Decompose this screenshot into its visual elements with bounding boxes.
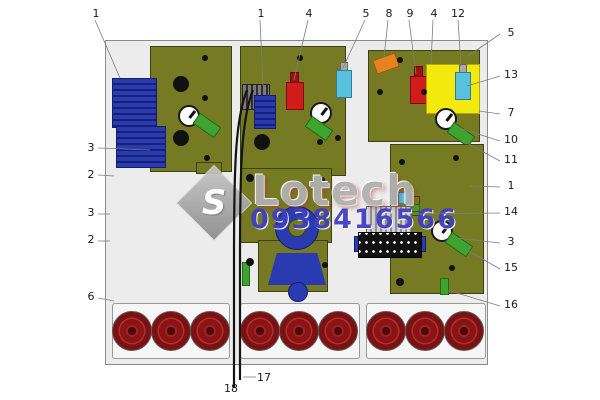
callout-right-10: 16 (504, 298, 518, 311)
callout-left-4: 2 (87, 233, 95, 246)
screw-hole (319, 177, 325, 183)
bushing-core (288, 219, 306, 237)
callout-right-7: 14 (504, 205, 518, 218)
blue-bushing-small (288, 282, 308, 302)
callout-bottom-1: 18 (224, 382, 238, 395)
green-bar-right (440, 278, 449, 295)
screw-hole (377, 89, 383, 95)
callout-right-5: 11 (504, 153, 518, 166)
callout-top-8: 12 (451, 7, 465, 20)
callout-top-7: 4 (430, 7, 438, 20)
yellow-block (426, 64, 480, 114)
callout-top-6: 9 (406, 7, 414, 20)
callout-right-9: 15 (504, 261, 518, 274)
cyan-component (455, 72, 471, 100)
red-knob (279, 311, 319, 351)
callout-top-5: 8 (385, 7, 393, 20)
screw-hole (202, 55, 208, 61)
callout-left-1: 3 (87, 141, 95, 154)
callout-right-3: 7 (507, 106, 515, 119)
gauge-needle (320, 106, 329, 116)
bore-hole (173, 130, 189, 146)
red-knob (151, 311, 191, 351)
callout-right-2: 13 (504, 68, 518, 81)
callout-left-5: 6 (87, 290, 95, 303)
watermark-logo-letter: S (201, 183, 227, 223)
callout-right-4: 10 (504, 133, 518, 146)
callout-left-3: 3 (87, 206, 95, 219)
callout-top-3: 4 (305, 7, 313, 20)
red-knob (318, 311, 358, 351)
screw-hole (317, 139, 323, 145)
red-knob (444, 311, 484, 351)
callout-right-6: 1 (507, 179, 515, 192)
screw-hole (396, 278, 404, 286)
red-knob (366, 311, 406, 351)
screw-hole (421, 89, 427, 95)
screw-hole (449, 265, 455, 271)
heatsink-block (366, 206, 412, 234)
screw-hole (322, 262, 328, 268)
screw-hole (202, 95, 208, 101)
red-component (286, 82, 304, 110)
red-knob (112, 311, 152, 351)
gauge-needle (445, 112, 454, 122)
screw-hole (297, 55, 303, 61)
callout-right-1: 5 (507, 26, 515, 39)
screw-hole (399, 159, 405, 165)
watermark-brand: Lotech (252, 166, 417, 215)
callout-top-1: 1 (92, 7, 100, 20)
screw-hole (246, 258, 254, 266)
left-blue-block-lower (116, 126, 166, 168)
blue-striped-insert (254, 95, 276, 129)
screw-hole (397, 57, 403, 63)
callout-right-8: 3 (507, 235, 515, 248)
callout-bottom-2: 17 (257, 371, 271, 384)
screw-hole (335, 135, 341, 141)
terminal-strip (358, 232, 422, 258)
cyan-square-component (398, 192, 410, 204)
blue-wedge (268, 253, 326, 285)
callout-top-2: 1 (257, 7, 265, 20)
left-blue-block-upper (112, 78, 157, 128)
callout-top-4: 5 (362, 7, 370, 20)
bore-hole (173, 76, 189, 92)
red-knob (240, 311, 280, 351)
watermark-phone: 0938416566 (250, 204, 458, 235)
cyan-component (336, 70, 352, 98)
screw-hole (453, 155, 459, 161)
screw-hole (204, 155, 210, 161)
bore-hole (254, 134, 270, 150)
red-knob (190, 311, 230, 351)
red-knob (405, 311, 445, 351)
callout-left-2: 2 (87, 168, 95, 181)
